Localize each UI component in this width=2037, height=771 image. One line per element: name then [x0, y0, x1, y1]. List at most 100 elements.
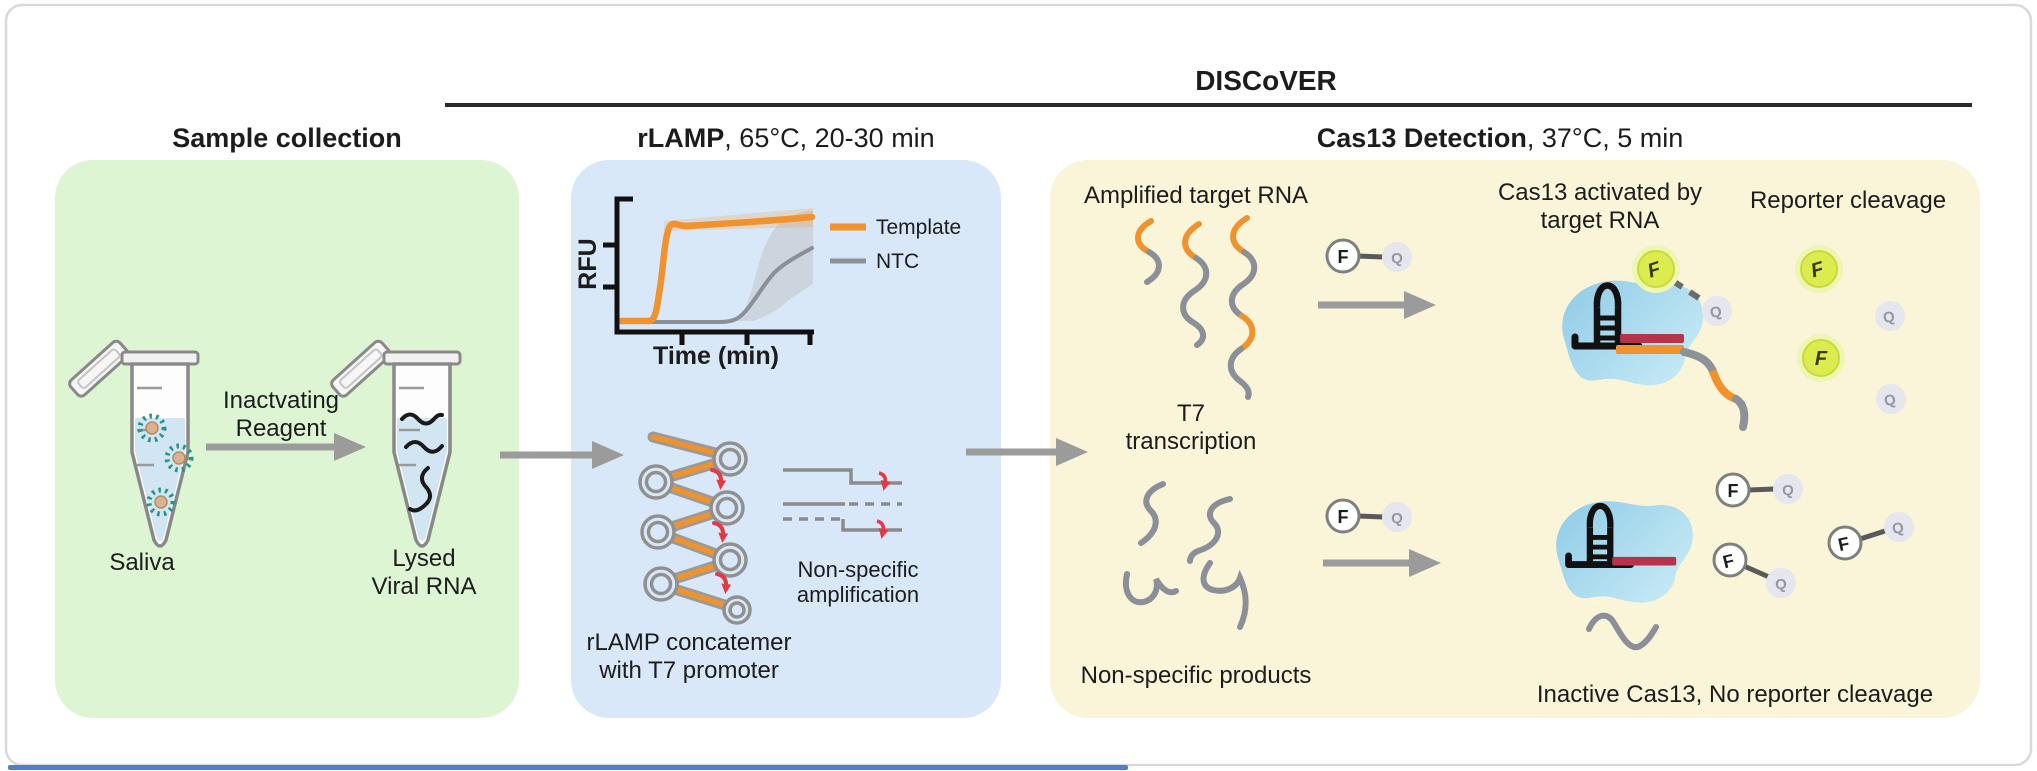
rna-strand-gray: [1228, 249, 1258, 319]
fluorophore-circle: [1800, 250, 1838, 288]
quencher-letter: Q: [1391, 250, 1403, 267]
active-cas13-graphic: F Q: [1562, 245, 1749, 431]
rna-strand-orange: [1238, 313, 1256, 352]
t7-promoter-mark: [876, 519, 889, 539]
virus-spikes: [164, 443, 194, 473]
cleaved-linker-dashed: [1671, 278, 1704, 303]
cas13-section-title: Cas13 Detection, 37°C, 5 min: [1317, 123, 1683, 153]
t7-promoter-mark: [878, 471, 891, 491]
tube-cap-inner: [77, 348, 121, 389]
discover-title: DISCoVER: [1195, 65, 1337, 96]
lysed-tube: [330, 339, 462, 548]
cas13-activated-label-line1: Cas13 activated by: [1498, 179, 1702, 206]
fluorophore-circle: [1637, 250, 1675, 288]
fq-reporter-intact: F Q: [1325, 498, 1412, 534]
rna-strand-gray: [1144, 249, 1162, 285]
virus-particle: [146, 487, 176, 517]
rlamp-title-rest: , 65°C, 20-30 min: [724, 123, 934, 153]
tube-cap-open: [330, 339, 392, 398]
released-quencher: [1876, 384, 1906, 414]
virus-core: [172, 451, 186, 465]
tube-cap-open: [68, 339, 130, 398]
reporter-linker: [1357, 253, 1384, 260]
tube-body-outline: [130, 362, 190, 548]
t7-promoter-marks: [710, 468, 732, 594]
rlamp-title-bold: rLAMP: [637, 123, 724, 153]
active-fluorophore: F: [1632, 245, 1680, 293]
tube-cap-lid: [68, 339, 130, 398]
intact-reporter-trio: F Q F Q F Q: [1712, 472, 1914, 598]
tube-graduations: [399, 386, 424, 467]
tube-rim: [120, 350, 200, 366]
fluorophore-letter: F: [1338, 247, 1349, 267]
hairpin-loop: [1593, 282, 1622, 309]
template-curve: [617, 213, 816, 325]
rna-strand: [408, 466, 432, 513]
video-progress-bar[interactable]: [8, 765, 1128, 770]
cas13-panel: [1050, 160, 1980, 718]
unbound-rna-squiggle: [1586, 612, 1659, 651]
tube-cap-inner: [339, 348, 383, 389]
tube-cap-lid: [330, 339, 392, 398]
amplified-rna-strands: [1135, 215, 1258, 400]
squiggle: [1187, 496, 1233, 564]
fluorophore-circle: [1325, 238, 1361, 274]
amplification-curve-chart: RFU Time (min) Template NTC: [574, 196, 961, 370]
sample-panel: [55, 160, 519, 718]
quencher-letter: Q: [1391, 510, 1403, 527]
rlamp-section-title: rLAMP, 65°C, 20-30 min: [637, 123, 934, 153]
inactivating-reagent-label-line1: Inactvating: [223, 387, 339, 414]
reporter-linker: [1748, 486, 1775, 493]
y-axis-label: RFU: [574, 238, 602, 289]
quencher-letter: Q: [1708, 303, 1724, 322]
x-axis-ticks: [679, 332, 813, 345]
legend-template-label: Template: [876, 216, 961, 239]
tube-rim: [382, 350, 462, 366]
reporter-linker: [1742, 563, 1771, 580]
quencher-letter: Q: [1775, 576, 1787, 593]
crrna-hairpin: [1571, 282, 1643, 350]
cas13-title-rest: , 37°C, 5 min: [1527, 123, 1683, 153]
saliva-tube: [68, 339, 200, 548]
quencher-circle: [1766, 568, 1796, 598]
quencher-circle: [1382, 502, 1412, 532]
hairpin-rungs: [1597, 315, 1618, 341]
hairpin-rungs: [1589, 534, 1611, 560]
legend-ntc-label: NTC: [876, 250, 919, 273]
rna-strand-gray: [1227, 346, 1252, 400]
rna-strand-gray: [1180, 255, 1210, 348]
reporter-linker: [1357, 513, 1384, 520]
rna-squiggles: [400, 412, 444, 513]
reporter-cleavage-label: Reporter cleavage: [1750, 187, 1946, 214]
fluorophore-circle: [1712, 542, 1748, 578]
fluorophore-circle: [1827, 525, 1863, 561]
fluorophore-letter: F: [1815, 348, 1828, 370]
rna-strand-orange: [1182, 221, 1202, 261]
squiggle: [1200, 560, 1249, 630]
ntc-confidence-band: [735, 210, 813, 321]
virus-core: [154, 495, 168, 509]
fq-reporter-intact: F Q: [1325, 238, 1412, 274]
fluorophore-letter: F: [1338, 507, 1349, 527]
cas13-title-bold: Cas13 Detection: [1317, 123, 1527, 153]
chart-legend: Template NTC: [830, 216, 961, 273]
rna-strand: [404, 440, 444, 454]
y-axis-ticks: [603, 242, 617, 290]
chart-axes: [614, 196, 814, 335]
rlamp-concatemer-graphic: [638, 431, 752, 625]
fluorophore-letter: F: [1836, 533, 1851, 555]
lysed-label-line1: Lysed: [392, 545, 455, 572]
squiggle: [1138, 481, 1166, 546]
lysed-label-line2: Viral RNA: [372, 573, 477, 600]
fluorophore-circle: [1715, 472, 1751, 508]
saliva-label: Saliva: [109, 549, 175, 576]
cas13-blob: [1556, 501, 1693, 603]
released-reporters: F F Q Q: [1795, 245, 1906, 414]
hairpin-loop: [1586, 502, 1614, 528]
concatemer-label-line1: rLAMP concatemer: [587, 629, 792, 656]
rna-strand-orange: [1230, 215, 1250, 255]
quencher-circle: [1382, 242, 1412, 272]
amplified-target-rna-label: Amplified target RNA: [1084, 182, 1308, 209]
